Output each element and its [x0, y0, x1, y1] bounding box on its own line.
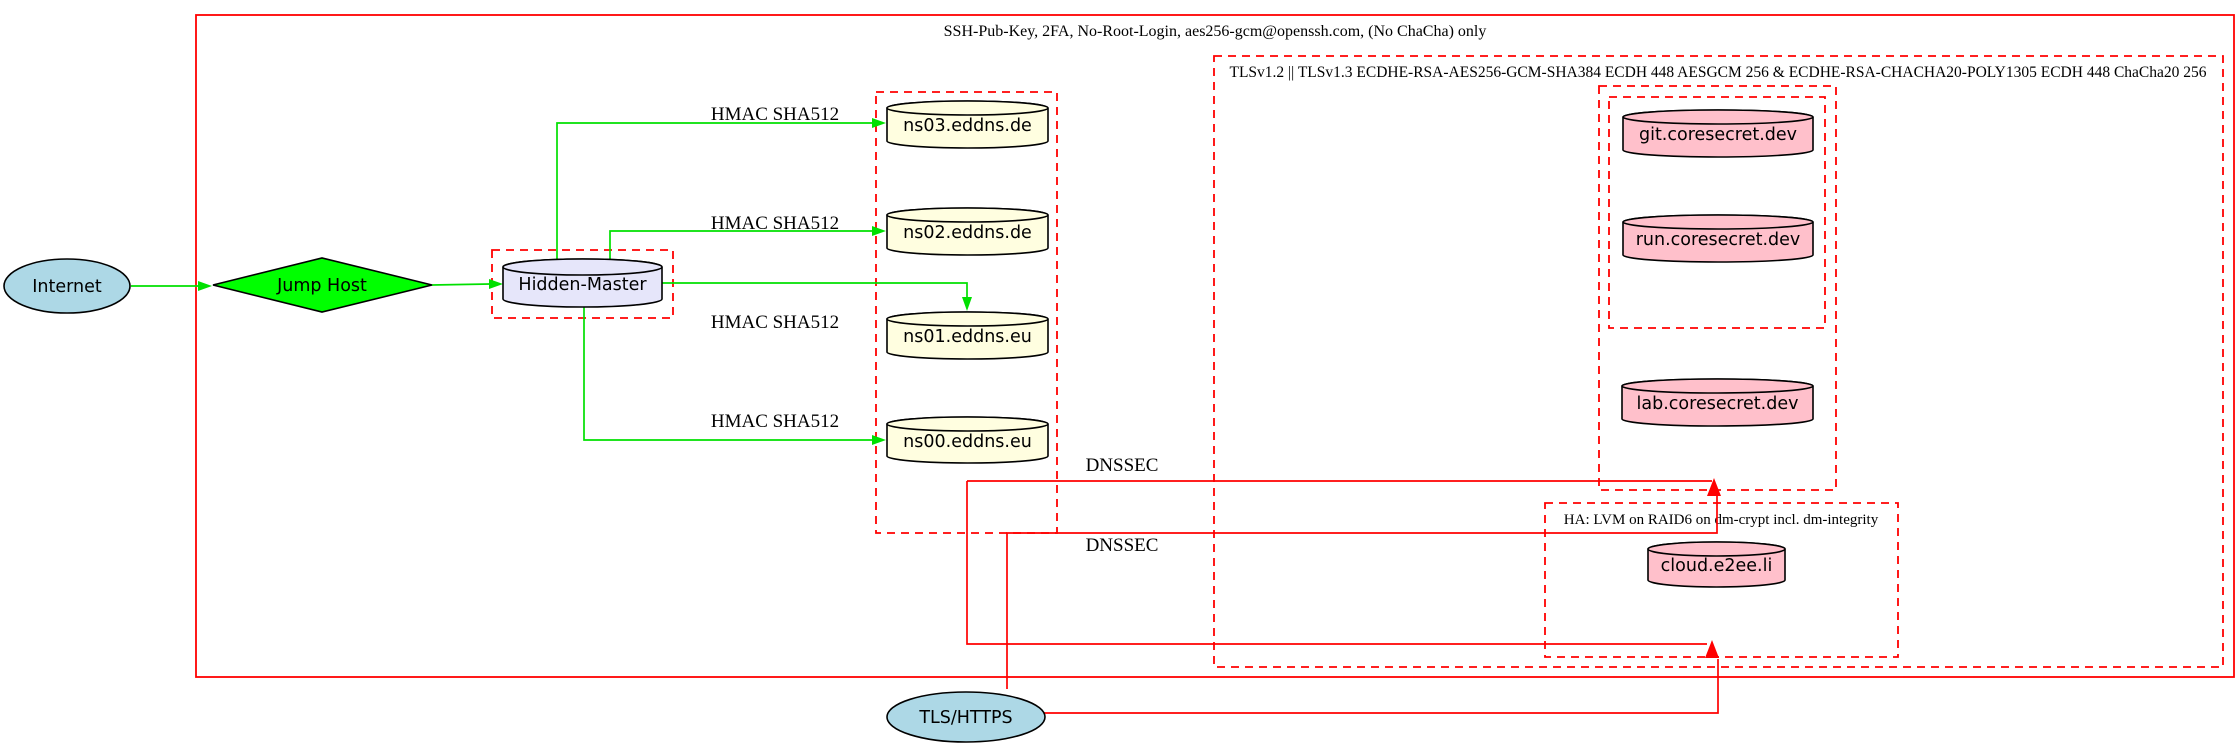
edge-label-hmac-ns01: HMAC SHA512 — [711, 312, 839, 333]
hidden-master-cylinder-top — [502, 258, 663, 276]
jump-host-diamond — [212, 257, 433, 313]
cloud-label: cloud.e2ee.li — [1661, 556, 1773, 576]
internet-label: Internet — [32, 277, 102, 297]
jump-host-label: Jump Host — [276, 276, 367, 296]
ns01-cylinder-top — [886, 311, 1049, 327]
lab-cylinder-top — [1621, 378, 1814, 394]
node-hidden-master: Hidden-Master — [502, 258, 663, 308]
edge-label-hmac-ns02: HMAC SHA512 — [711, 213, 839, 234]
edge-label-hmac-ns00: HMAC SHA512 — [711, 411, 839, 432]
ns03-cylinder-top — [886, 100, 1049, 116]
ns02-cylinder-top — [886, 207, 1049, 223]
edge-label-hmac-ns03: HMAC SHA512 — [711, 104, 839, 125]
green-edges — [131, 118, 972, 445]
nameserver-cluster-box — [875, 91, 1058, 534]
arrowhead-ns03 — [872, 118, 886, 128]
run-label: run.coresecret.dev — [1636, 230, 1801, 250]
git-cylinder-top — [1622, 109, 1814, 125]
edge-hiddenmaster-ns01 — [662, 282, 968, 298]
node-git: git.coresecret.dev — [1622, 109, 1814, 158]
edge-tlshttps-ha — [1044, 659, 1719, 714]
ssh-cluster-box — [195, 14, 2235, 678]
hidden-master-label: Hidden-Master — [518, 275, 647, 295]
node-ns02: ns02.eddns.de — [886, 207, 1049, 256]
arrowhead-ha-cluster — [1705, 640, 1719, 658]
tls-https-label: TLS/HTTPS — [918, 708, 1012, 728]
node-jump-host: Jump Host — [212, 257, 433, 313]
node-run: run.coresecret.dev — [1622, 214, 1814, 263]
ns01-label: ns01.eddns.eu — [903, 327, 1032, 347]
edge-hiddenmaster-ns00 — [583, 303, 873, 441]
ns03-label: ns03.eddns.de — [903, 116, 1032, 136]
cloud-cylinder-top — [1647, 541, 1786, 557]
arrowhead-ns02 — [872, 226, 886, 236]
tls-cluster-box — [1213, 55, 2224, 668]
edge-label-dnssec-1: DNSSEC — [1086, 455, 1159, 476]
edge-ns00-ha — [966, 481, 1707, 645]
arrowhead-hiddenmaster — [489, 279, 503, 289]
tls-https-ellipse — [886, 691, 1046, 743]
ssh-cluster-label: SSH-Pub-Key, 2FA, No-Root-Login, aes256-… — [944, 23, 1487, 40]
edge-tlshttps-coresecret — [1006, 495, 1718, 689]
git-label: git.coresecret.dev — [1639, 125, 1797, 145]
edge-hiddenmaster-ns02 — [609, 230, 873, 267]
arrowhead-ns00 — [872, 435, 886, 445]
run-cylinder-top — [1622, 214, 1814, 230]
arrowhead-jumphost — [198, 281, 212, 291]
ns00-label: ns00.eddns.eu — [903, 432, 1032, 452]
node-ns03: ns03.eddns.de — [886, 100, 1049, 149]
node-internet: Internet — [3, 258, 131, 314]
red-edges — [966, 478, 1721, 714]
internet-ellipse — [3, 258, 131, 314]
edge-hiddenmaster-ns03 — [556, 122, 873, 267]
node-lab: lab.coresecret.dev — [1621, 378, 1814, 427]
node-tls-https: TLS/HTTPS — [886, 691, 1046, 743]
node-ns01: ns01.eddns.eu — [886, 311, 1049, 360]
arrowhead-coresecret-cluster — [1707, 478, 1721, 496]
edge-label-dnssec-2: DNSSEC — [1086, 535, 1159, 556]
node-ns00: ns00.eddns.eu — [886, 416, 1049, 464]
ns02-label: ns02.eddns.de — [903, 223, 1032, 243]
ns00-cylinder-top — [886, 416, 1049, 432]
edge-jumphost-hiddenmaster — [431, 283, 491, 286]
ha-cluster-label: HA: LVM on RAID6 on dm-crypt incl. dm-in… — [1564, 512, 1879, 528]
lab-label: lab.coresecret.dev — [1637, 394, 1799, 414]
arrowhead-ns01 — [962, 297, 972, 311]
tls-cluster-label: TLSv1.2 || TLSv1.3 ECDHE-RSA-AES256-GCM-… — [1229, 64, 2206, 81]
node-cloud: cloud.e2ee.li — [1647, 541, 1786, 588]
